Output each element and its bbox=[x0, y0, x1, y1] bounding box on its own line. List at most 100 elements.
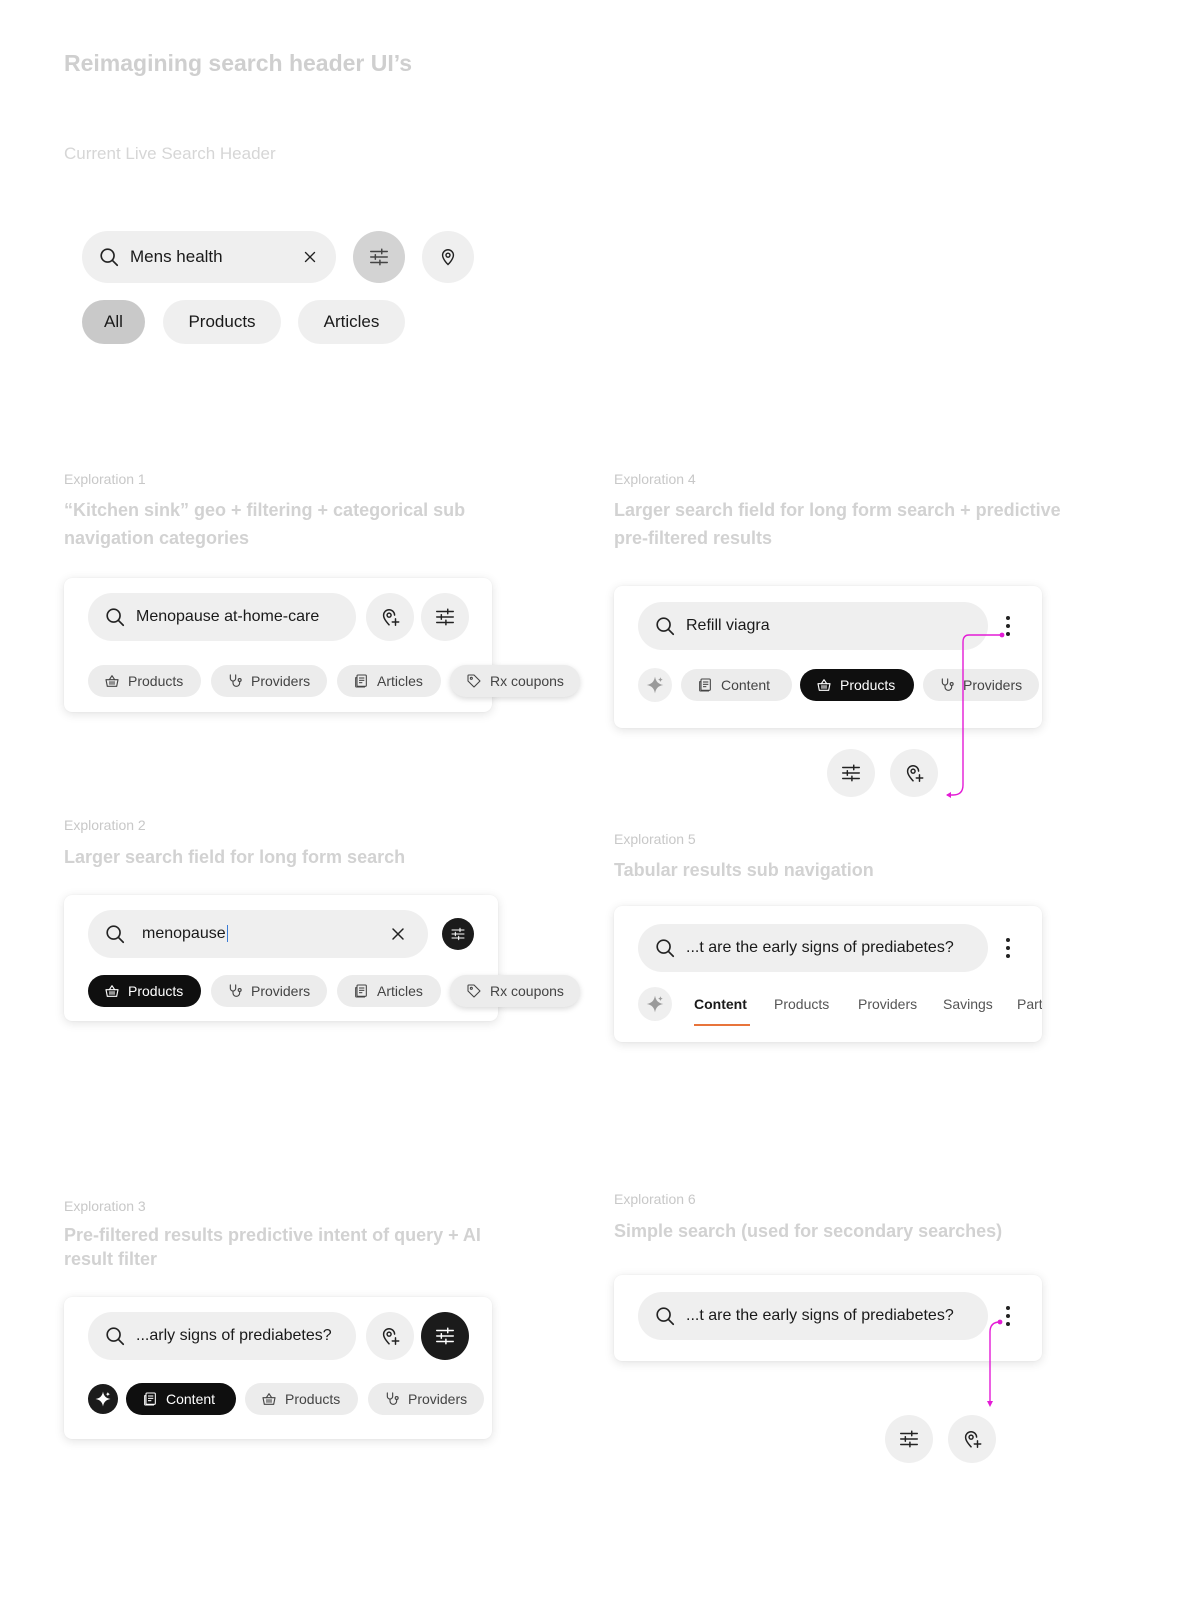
exp4-chip-products[interactable]: Products bbox=[800, 669, 914, 701]
exp2-chip-providers[interactable]: Providers bbox=[211, 975, 327, 1007]
exp6-flow-arrow bbox=[987, 1319, 1003, 1407]
exp1-chip-rx-coupons[interactable]: Rx coupons bbox=[450, 665, 580, 697]
exp1-filter-button[interactable] bbox=[421, 593, 469, 641]
exploration-1-description: “Kitchen sink” geo + filtering + categor… bbox=[64, 500, 466, 548]
tab-providers[interactable]: Providers bbox=[858, 996, 918, 1012]
tag-icon bbox=[466, 673, 482, 689]
exploration-3-label: Exploration 3 bbox=[64, 1198, 146, 1214]
sliders-icon bbox=[368, 246, 390, 268]
location-button[interactable] bbox=[422, 231, 474, 283]
sparkle-icon bbox=[94, 1390, 112, 1408]
exp6-location-button[interactable] bbox=[948, 1415, 996, 1463]
exploration-4-description: Larger search field for long form search… bbox=[614, 500, 1061, 548]
exp4-more-menu-icon[interactable] bbox=[1005, 616, 1011, 636]
tab-part[interactable]: Part bbox=[1017, 996, 1042, 1012]
exp6-search-field[interactable]: ...t are the early signs of prediabetes? bbox=[638, 1292, 988, 1340]
exp3-chip-products[interactable]: Products bbox=[245, 1383, 358, 1415]
document-icon bbox=[697, 677, 713, 693]
text-cursor bbox=[226, 925, 228, 943]
exp2-search-field[interactable]: menopause bbox=[88, 910, 428, 958]
exp4-chip-content[interactable]: Content bbox=[681, 669, 792, 701]
tab-content[interactable]: Content bbox=[694, 996, 747, 1012]
filter-button[interactable] bbox=[353, 231, 405, 283]
exp5-search-value: ...t are the early signs of prediabetes? bbox=[686, 939, 954, 956]
exp3-chip-content[interactable]: Content bbox=[126, 1383, 236, 1415]
stethoscope-icon bbox=[227, 983, 243, 999]
document-icon bbox=[142, 1391, 158, 1407]
sliders-icon bbox=[434, 1325, 456, 1347]
tab-products[interactable]: Products bbox=[774, 996, 830, 1012]
search-icon bbox=[104, 1325, 126, 1347]
current-search-field[interactable]: Mens health bbox=[82, 231, 336, 283]
sliders-icon bbox=[840, 762, 862, 784]
exploration-5-description: Tabular results sub navigation bbox=[614, 860, 874, 880]
exp5-more-menu-icon[interactable] bbox=[1005, 938, 1011, 958]
sliders-icon bbox=[450, 926, 466, 942]
search-icon bbox=[104, 923, 126, 945]
search-icon bbox=[654, 615, 676, 637]
sparkle-icon bbox=[645, 675, 665, 695]
exploration-2-description: Larger search field for long form search bbox=[64, 847, 406, 867]
location-pin-icon bbox=[438, 247, 458, 267]
exp2-search-value: menopause bbox=[142, 925, 228, 943]
exp2-chip-articles[interactable]: Articles bbox=[337, 975, 441, 1007]
exp2-chip-products[interactable]: Products bbox=[88, 975, 201, 1007]
active-tab-underline bbox=[694, 1024, 750, 1026]
exp4-search-value: Refill viagra bbox=[686, 617, 770, 634]
exp4-flow-arrow bbox=[946, 632, 1005, 798]
tag-icon bbox=[466, 983, 482, 999]
exploration-6-label: Exploration 6 bbox=[614, 1191, 696, 1207]
search-icon bbox=[98, 246, 120, 268]
exp3-search-field[interactable]: ...arly signs of prediabetes? bbox=[88, 1312, 356, 1360]
document-icon bbox=[353, 983, 369, 999]
exp6-more-menu-icon[interactable] bbox=[1005, 1306, 1011, 1326]
exp1-chip-products[interactable]: Products bbox=[88, 665, 201, 697]
exp2-chip-rx-coupons[interactable]: Rx coupons bbox=[450, 975, 580, 1007]
close-icon[interactable] bbox=[388, 924, 408, 944]
document-icon bbox=[353, 673, 369, 689]
exp3-search-value: ...arly signs of prediabetes? bbox=[136, 1327, 332, 1344]
exp5-ai-filter-button[interactable] bbox=[638, 987, 672, 1021]
search-icon bbox=[104, 606, 126, 628]
exp6-filter-button[interactable] bbox=[885, 1415, 933, 1463]
current-section-caption: Current Live Search Header bbox=[64, 144, 276, 163]
chip-products[interactable]: Products bbox=[163, 300, 281, 344]
basket-icon bbox=[104, 673, 120, 689]
exploration-4-label: Exploration 4 bbox=[614, 471, 696, 487]
exploration-3-description: Pre-filtered results predictive intent o… bbox=[64, 1225, 481, 1269]
exp1-search-value: Menopause at-home-care bbox=[136, 608, 320, 625]
search-icon bbox=[654, 1305, 676, 1327]
basket-icon bbox=[104, 983, 120, 999]
exp4-search-field[interactable]: Refill viagra bbox=[638, 602, 988, 650]
exp3-chip-providers[interactable]: Providers bbox=[368, 1383, 484, 1415]
chip-articles[interactable]: Articles bbox=[298, 300, 405, 344]
exploration-2-label: Exploration 2 bbox=[64, 817, 146, 833]
exp1-location-button[interactable] bbox=[366, 593, 414, 641]
exp3-location-button[interactable] bbox=[366, 1312, 414, 1360]
exp1-chip-articles[interactable]: Articles bbox=[337, 665, 441, 697]
exp1-chip-providers[interactable]: Providers bbox=[211, 665, 327, 697]
exp5-search-field[interactable]: ...t are the early signs of prediabetes? bbox=[638, 924, 988, 972]
tab-savings[interactable]: Savings bbox=[943, 996, 993, 1012]
chip-all[interactable]: All bbox=[82, 300, 145, 344]
exp1-search-field[interactable]: Menopause at-home-care bbox=[88, 593, 356, 641]
exp4-filter-button[interactable] bbox=[827, 749, 875, 797]
location-pin-plus-icon bbox=[961, 1428, 983, 1450]
exp5-tab-bar: Content Products Providers Savings Part bbox=[614, 990, 1042, 1030]
sliders-icon bbox=[898, 1428, 920, 1450]
basket-icon bbox=[816, 677, 832, 693]
exp4-ai-filter-button[interactable] bbox=[638, 668, 672, 702]
exp3-ai-filter-button[interactable] bbox=[88, 1384, 118, 1414]
exp4-chip-providers[interactable]: Providers bbox=[923, 669, 1039, 701]
exp3-filter-button[interactable] bbox=[421, 1312, 469, 1360]
stethoscope-icon bbox=[384, 1391, 400, 1407]
search-icon bbox=[654, 937, 676, 959]
exp6-search-value: ...t are the early signs of prediabetes? bbox=[686, 1307, 954, 1324]
exp2-filter-button[interactable] bbox=[442, 918, 474, 950]
location-pin-plus-icon bbox=[379, 1325, 401, 1347]
exploration-5-label: Exploration 5 bbox=[614, 831, 696, 847]
location-pin-plus-icon bbox=[903, 762, 925, 784]
exploration-1-label: Exploration 1 bbox=[64, 471, 146, 487]
exp4-location-button[interactable] bbox=[890, 749, 938, 797]
close-icon[interactable] bbox=[301, 248, 319, 266]
